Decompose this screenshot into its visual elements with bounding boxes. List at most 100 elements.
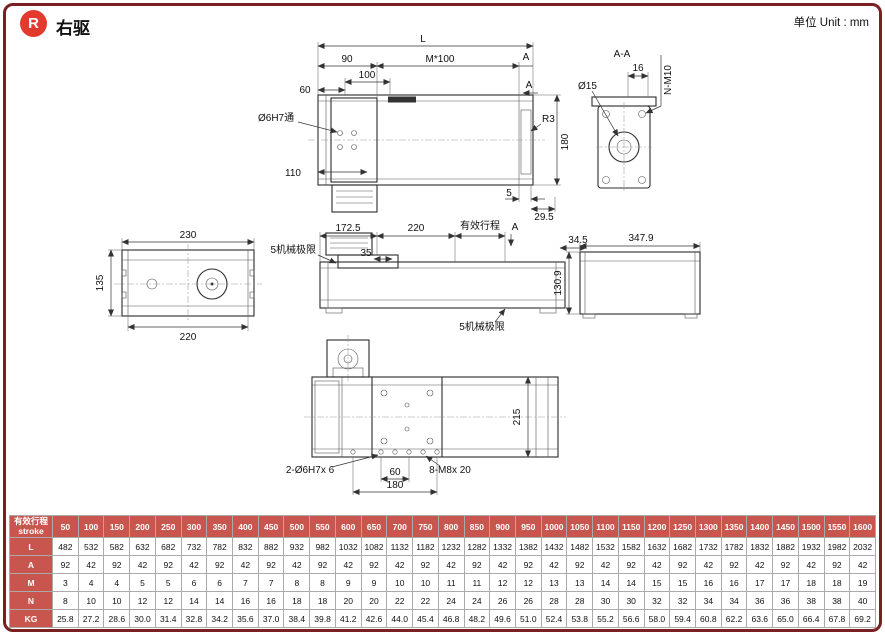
value-cell: 67.8 bbox=[823, 609, 851, 628]
stroke-header-cell: 1100 bbox=[592, 515, 619, 538]
dim-35: 35 bbox=[360, 248, 372, 259]
stroke-header-cell: 1350 bbox=[720, 515, 748, 538]
value-cell: 27.2 bbox=[77, 609, 105, 628]
dim-220-side: 220 bbox=[408, 223, 425, 234]
dim-180-bottom: 180 bbox=[387, 480, 404, 491]
value-cell: 10 bbox=[77, 591, 105, 610]
stroke-header-cell: 450 bbox=[257, 515, 285, 538]
page-title: 右驱 bbox=[56, 19, 90, 38]
value-cell: 12 bbox=[489, 573, 516, 592]
value-cell: 56.6 bbox=[617, 609, 645, 628]
value-cell: 92 bbox=[514, 555, 542, 574]
value-cell: 24 bbox=[437, 591, 465, 610]
dim-215: 215 bbox=[512, 408, 523, 425]
stroke-header-cell: 900 bbox=[489, 515, 516, 538]
value-cell: 20 bbox=[360, 591, 388, 610]
value-cell: 69.2 bbox=[849, 609, 876, 628]
value-cell: 51.0 bbox=[514, 609, 542, 628]
value-cell: 1032 bbox=[334, 537, 362, 556]
label-hole-6H7: Ø6H7通 bbox=[258, 112, 294, 124]
value-cell: 5 bbox=[154, 573, 182, 592]
value-cell: 92 bbox=[360, 555, 388, 574]
value-cell: 42 bbox=[849, 555, 876, 574]
value-cell: 46.8 bbox=[437, 609, 465, 628]
value-cell: 16 bbox=[720, 573, 748, 592]
value-cell: 42 bbox=[540, 555, 568, 574]
value-cell: 31.4 bbox=[154, 609, 182, 628]
row-label-cell: N bbox=[9, 591, 53, 610]
dim-dia15: Ø15 bbox=[578, 81, 597, 92]
value-cell: 3 bbox=[52, 573, 79, 592]
view-top-plan: L 90 M*100 A 100 60 Ø6H7通 110 R3 180 A 5 bbox=[258, 34, 571, 223]
stroke-header-cell: 500 bbox=[283, 515, 311, 538]
value-cell: 92 bbox=[103, 555, 131, 574]
stroke-header-cell: 750 bbox=[412, 515, 439, 538]
value-cell: 1732 bbox=[694, 537, 722, 556]
value-cell: 44.0 bbox=[386, 609, 414, 628]
technical-drawing: L 90 M*100 A 100 60 Ø6H7通 110 R3 180 A 5 bbox=[95, 34, 701, 495]
r-drive-badge: R bbox=[20, 10, 47, 37]
value-cell: 1932 bbox=[797, 537, 825, 556]
value-cell: 42 bbox=[746, 555, 774, 574]
value-cell: 1982 bbox=[823, 537, 851, 556]
stroke-header-cell: 50 bbox=[52, 515, 79, 538]
stroke-header-cell: 1000 bbox=[540, 515, 568, 538]
value-cell: 1332 bbox=[489, 537, 516, 556]
section-title: A-A bbox=[614, 49, 631, 60]
value-cell: 25.8 bbox=[52, 609, 79, 628]
value-cell: 42 bbox=[797, 555, 825, 574]
dim-100: 100 bbox=[359, 70, 376, 81]
value-cell: 42 bbox=[180, 555, 208, 574]
section-mark-A-bottom: A bbox=[512, 222, 519, 233]
dim-172-5: 172.5 bbox=[335, 223, 360, 234]
stroke-header-cell: 850 bbox=[463, 515, 491, 538]
value-cell: 1432 bbox=[540, 537, 568, 556]
stroke-header-cell: 1400 bbox=[746, 515, 774, 538]
value-cell: 1232 bbox=[437, 537, 465, 556]
dim-L: L bbox=[420, 34, 426, 45]
dim-90: 90 bbox=[341, 54, 353, 65]
stroke-header-cell: 650 bbox=[360, 515, 388, 538]
value-cell: 42 bbox=[437, 555, 465, 574]
value-cell: 55.2 bbox=[592, 609, 619, 628]
value-cell: 16 bbox=[694, 573, 722, 592]
value-cell: 18 bbox=[283, 591, 311, 610]
stroke-header-cell: 1550 bbox=[823, 515, 851, 538]
value-cell: 1532 bbox=[592, 537, 619, 556]
value-cell: 4 bbox=[103, 573, 131, 592]
value-cell: 732 bbox=[180, 537, 208, 556]
top-slot bbox=[388, 96, 416, 103]
value-cell: 48.2 bbox=[463, 609, 491, 628]
value-cell: 14 bbox=[617, 573, 645, 592]
stroke-header-cell: 400 bbox=[232, 515, 259, 538]
value-cell: 42 bbox=[592, 555, 619, 574]
value-cell: 1832 bbox=[746, 537, 774, 556]
value-cell: 42 bbox=[643, 555, 671, 574]
value-cell: 8 bbox=[283, 573, 311, 592]
value-cell: 65.0 bbox=[772, 609, 799, 628]
value-cell: 34.2 bbox=[206, 609, 234, 628]
value-cell: 32.8 bbox=[180, 609, 208, 628]
value-cell: 10 bbox=[412, 573, 439, 592]
value-cell: 32 bbox=[643, 591, 671, 610]
value-cell: 92 bbox=[52, 555, 79, 574]
dim-220-end: 220 bbox=[180, 332, 197, 343]
stroke-header-cell: 1450 bbox=[772, 515, 799, 538]
value-cell: 9 bbox=[334, 573, 362, 592]
dim-60-bottom: 60 bbox=[389, 467, 401, 478]
value-cell: 932 bbox=[283, 537, 311, 556]
value-cell: 42 bbox=[283, 555, 311, 574]
dim-230: 230 bbox=[180, 230, 197, 241]
value-cell: 42 bbox=[334, 555, 362, 574]
stroke-header-cell: 600 bbox=[334, 515, 362, 538]
value-cell: 39.8 bbox=[309, 609, 336, 628]
stroke-header-cell: 1200 bbox=[643, 515, 671, 538]
value-cell: 36 bbox=[772, 591, 799, 610]
value-cell: 26 bbox=[489, 591, 516, 610]
value-cell: 36 bbox=[746, 591, 774, 610]
value-cell: 11 bbox=[463, 573, 491, 592]
value-cell: 15 bbox=[643, 573, 671, 592]
